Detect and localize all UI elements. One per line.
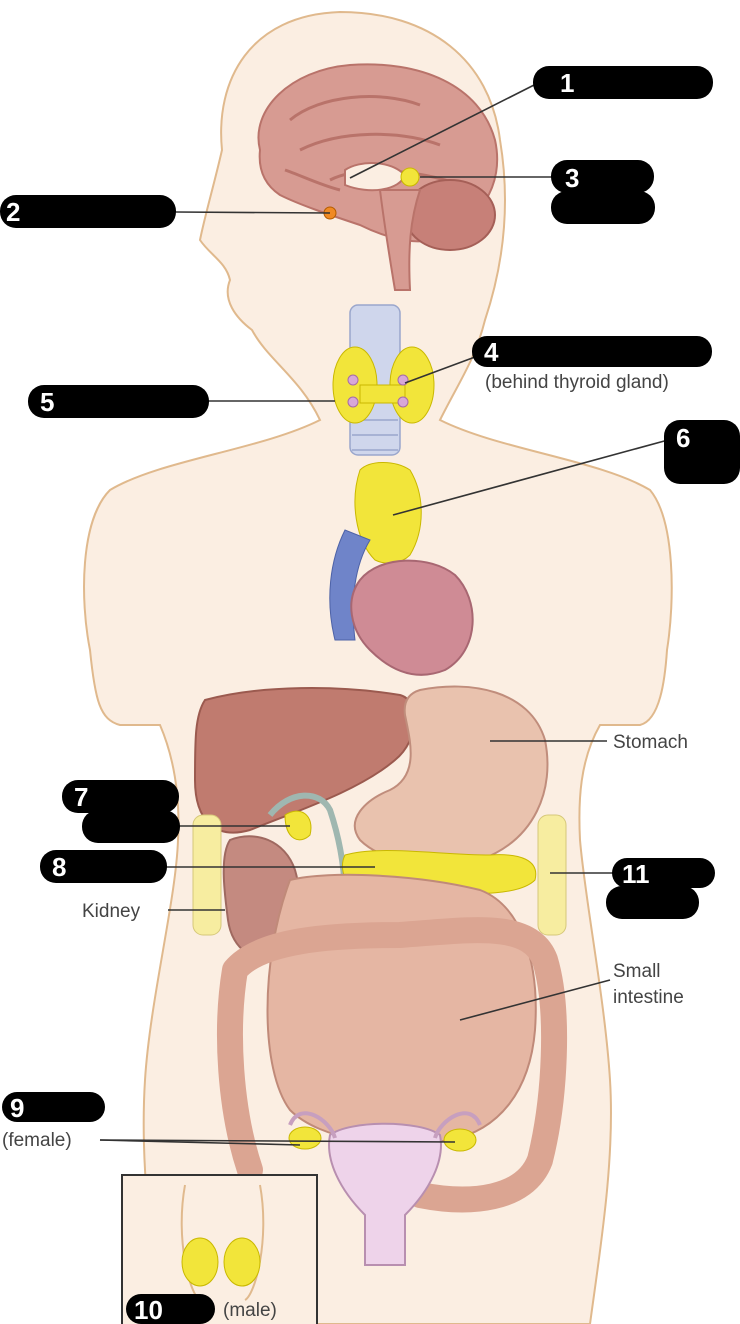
marker-9: 9 — [2, 1092, 105, 1123]
marker-7: 7 — [62, 780, 180, 843]
svg-text:5: 5 — [40, 387, 54, 417]
marker-10: 10 — [126, 1294, 215, 1324]
ovary-left — [444, 1129, 476, 1151]
marker-3: 3 — [551, 160, 655, 224]
svg-text:3: 3 — [565, 163, 579, 193]
svg-text:2: 2 — [6, 197, 20, 227]
testis-left — [224, 1238, 260, 1286]
svg-text:8: 8 — [52, 852, 66, 882]
marker-4: 4 — [472, 336, 712, 367]
marker-2: 2 — [0, 195, 176, 228]
marker-11: 11 — [606, 858, 715, 919]
male-note: (male) — [223, 1300, 277, 1321]
svg-text:6: 6 — [676, 423, 690, 453]
svg-text:1: 1 — [560, 68, 574, 98]
svg-text:4: 4 — [484, 337, 499, 367]
svg-text:11: 11 — [622, 859, 650, 889]
small-intestine-label-line2: intestine — [613, 987, 684, 1008]
marker-8: 8 — [40, 850, 167, 883]
ovary-right — [289, 1127, 321, 1149]
adrenal-gland-left — [538, 815, 566, 935]
behind-thyroid-note: (behind thyroid gland) — [485, 372, 669, 393]
kidney-label: Kidney — [82, 901, 141, 922]
marker-5: 5 — [28, 385, 209, 418]
small-intestine-label-line1: Small — [613, 961, 661, 982]
small-intestine — [268, 875, 536, 1144]
testis-right — [182, 1238, 218, 1286]
svg-text:7: 7 — [74, 782, 88, 812]
stomach-label: Stomach — [613, 732, 688, 753]
svg-text:10: 10 — [134, 1295, 163, 1324]
marker-1: 1 — [533, 66, 713, 99]
marker-6: 6 — [664, 420, 740, 484]
pineal-gland — [401, 168, 419, 186]
female-note: (female) — [2, 1130, 72, 1151]
adrenal-gland-right — [193, 815, 221, 935]
svg-text:9: 9 — [10, 1093, 24, 1123]
